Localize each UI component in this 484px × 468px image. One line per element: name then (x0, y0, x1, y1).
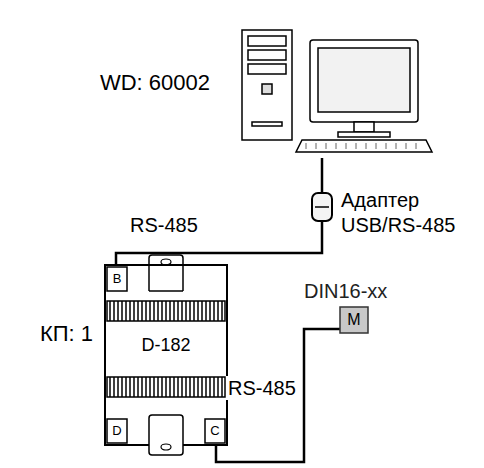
bus-label: RS-485 (226, 376, 298, 400)
module-model: DIN16-xx (304, 280, 387, 303)
controller-box: КП: 1D-182 (105, 265, 227, 445)
module-box: DIN16-xxM (340, 307, 368, 333)
computer-box: WD: 60002 (222, 12, 442, 158)
terminal-name: B (107, 268, 127, 290)
bus-label: RS-485 (128, 213, 200, 237)
device-model: D-182 (105, 335, 227, 356)
station-number: КП: 1 (40, 321, 93, 346)
terminal-name: D (107, 420, 127, 442)
computer-illustration (222, 12, 442, 158)
adapter-name: Адаптер USB/RS-485 (341, 188, 473, 238)
adapter-box: Адаптер USB/RS-485 (311, 192, 333, 222)
bus-wire (216, 329, 340, 462)
terminal-name: C (205, 420, 225, 442)
module-letter: M (340, 307, 368, 333)
adapter-illustration (311, 192, 333, 222)
station-name: WD: 60002 (100, 70, 210, 95)
bus-wire (321, 158, 324, 192)
